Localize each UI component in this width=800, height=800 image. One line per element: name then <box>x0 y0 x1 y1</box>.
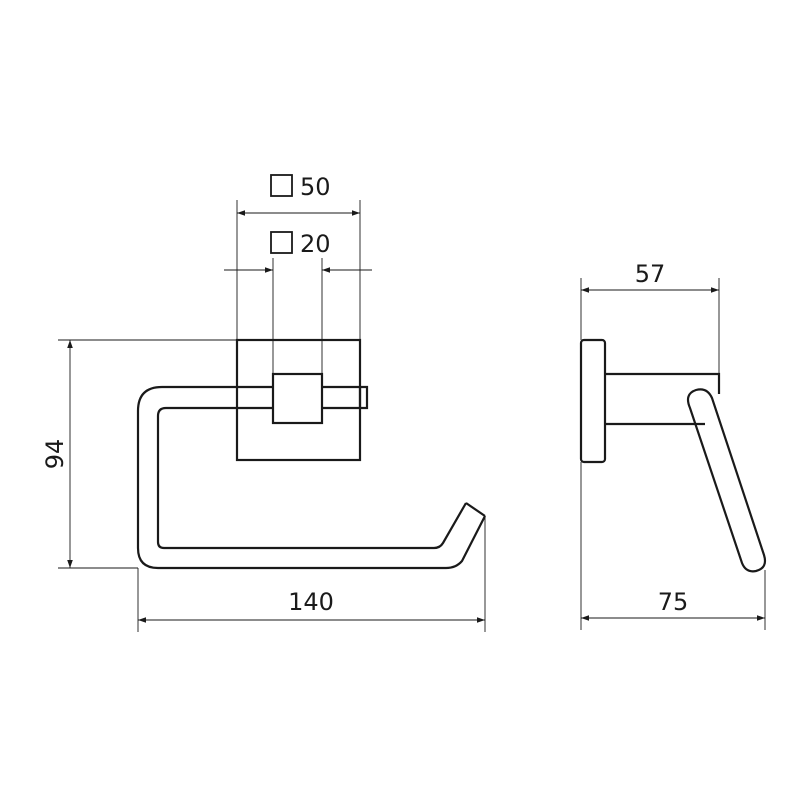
dimension-side-depth: 75 <box>580 462 766 630</box>
dimension-height: 94 <box>41 339 237 569</box>
dimension-side-depth-label: 75 <box>658 588 689 616</box>
side-wall-plate <box>579 338 607 464</box>
dimension-height-label: 94 <box>41 439 69 470</box>
front-view <box>136 338 486 570</box>
dimension-depth-label: 57 <box>635 260 666 288</box>
holder-arm-inner <box>156 406 467 550</box>
dimension-width-label: 140 <box>288 588 334 616</box>
side-view <box>579 338 767 573</box>
square-symbol-icon <box>270 231 293 254</box>
square-symbol-icon <box>270 174 293 197</box>
dimension-tube-square: 20 <box>224 230 372 374</box>
connector-stub <box>322 385 369 410</box>
side-arm <box>686 388 767 573</box>
dimension-base-square-label: 50 <box>300 173 331 201</box>
dimension-depth: 57 <box>580 260 720 374</box>
wall-plate <box>235 338 362 462</box>
dimension-base-square: 50 <box>236 173 361 340</box>
holder-arm-tip <box>465 502 486 517</box>
holder-arm-outer <box>136 385 486 570</box>
dimension-tube-square-label: 20 <box>300 230 331 258</box>
dimension-width: 140 <box>137 516 486 632</box>
side-post <box>605 372 721 394</box>
connector-block <box>271 372 324 425</box>
